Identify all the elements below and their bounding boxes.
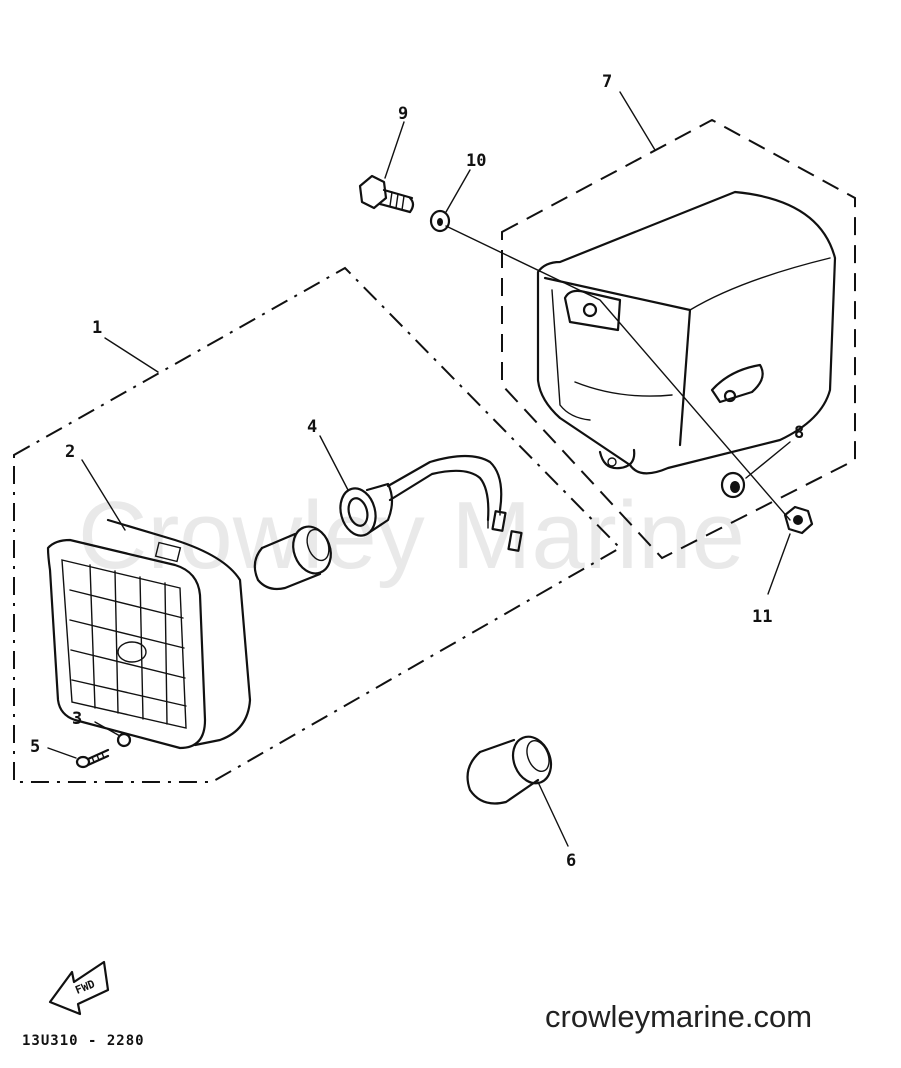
group-boundary-7 bbox=[501, 118, 856, 560]
grommet bbox=[116, 732, 132, 748]
callout-5: 5 bbox=[30, 737, 40, 757]
bolt-9[interactable] bbox=[358, 174, 415, 214]
screw-5 bbox=[75, 748, 110, 769]
headlight-unit[interactable] bbox=[46, 518, 252, 750]
callout-2: 2 bbox=[65, 442, 75, 462]
fwd-arrow-icon: FWD bbox=[48, 960, 110, 1016]
bulb-6[interactable] bbox=[466, 731, 558, 805]
callout-6: 6 bbox=[566, 851, 576, 871]
callout-1: 1 bbox=[92, 318, 102, 338]
socket-cord[interactable] bbox=[335, 454, 523, 552]
diagram-part-number: 13U310 - 2280 bbox=[22, 1033, 145, 1049]
headlight-housing[interactable] bbox=[536, 190, 837, 475]
grommet-8[interactable] bbox=[720, 471, 746, 499]
callout-4: 4 bbox=[307, 417, 317, 437]
leader-lines bbox=[47, 91, 791, 847]
callout-9: 9 bbox=[398, 104, 408, 124]
callout-3: 3 bbox=[72, 709, 82, 729]
watermark: Crowley Marine bbox=[78, 482, 745, 589]
callout-10: 10 bbox=[466, 151, 486, 171]
washer-10[interactable] bbox=[429, 209, 451, 233]
website-label[interactable]: crowleymarine.com bbox=[545, 999, 812, 1034]
assembly-axis bbox=[445, 225, 791, 521]
callout-11: 11 bbox=[752, 607, 772, 627]
group-boundary-1 bbox=[13, 266, 622, 783]
nut-11[interactable] bbox=[783, 505, 814, 535]
callout-7: 7 bbox=[602, 72, 612, 92]
callout-8: 8 bbox=[794, 423, 804, 443]
headlight-bulb bbox=[253, 525, 332, 591]
